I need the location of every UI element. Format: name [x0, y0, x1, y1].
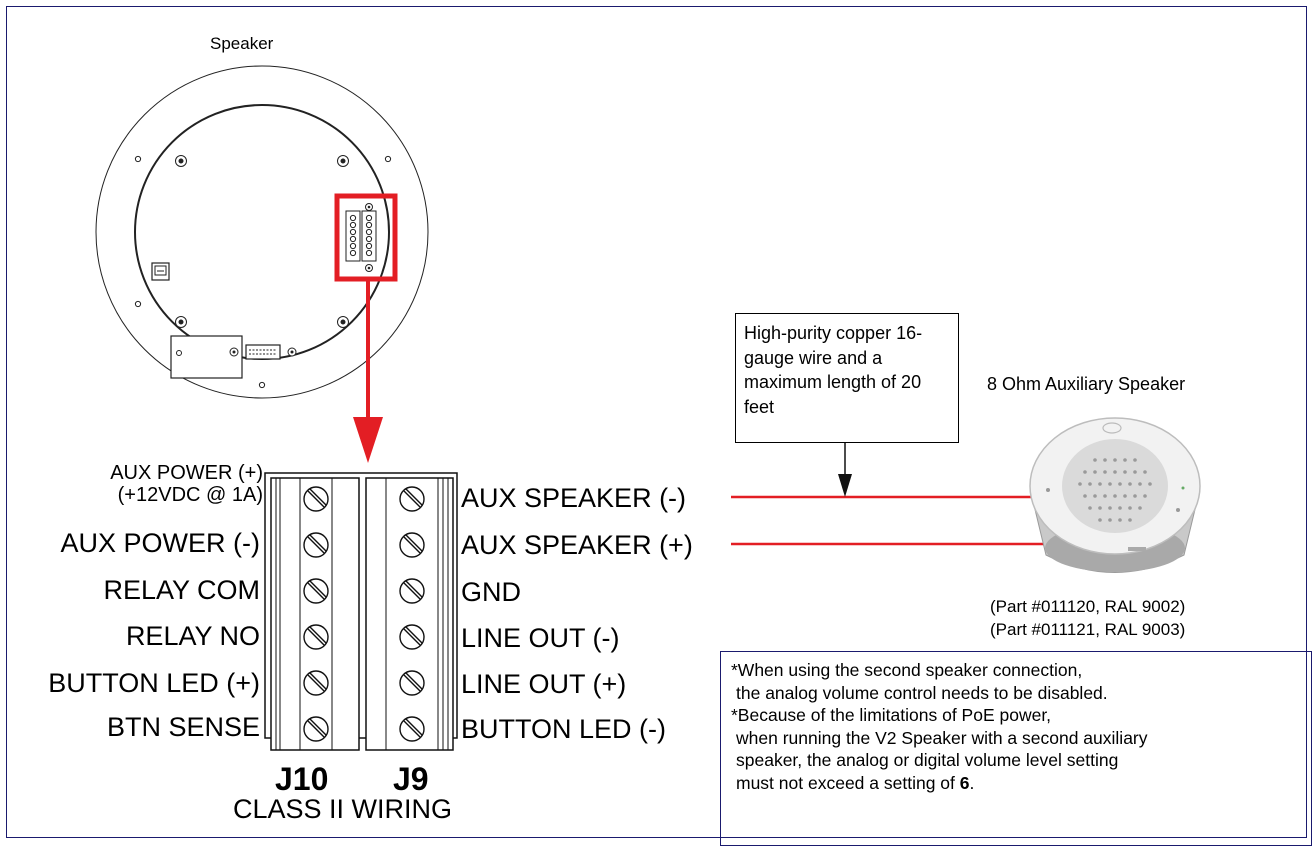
aux-speaker-wires: [731, 495, 1052, 546]
screw-terminal-icon: [303, 532, 329, 558]
note-setting-value: 6: [959, 772, 970, 793]
aux-speaker-part-2: (Part #011121, RAL 9003): [990, 620, 1186, 639]
speaker-title: Speaker: [210, 34, 274, 53]
class-ii-wiring-label: CLASS II WIRING: [233, 794, 453, 824]
wire-note-box: High-purity copper 16-gauge wire and a m…: [735, 313, 959, 443]
note-line: *Because of the limitations of PoE power…: [731, 705, 1052, 725]
j10-pin3-label: RELAY COM: [103, 575, 260, 605]
note-setting-suffix: .: [969, 772, 975, 793]
connector-highlight-box: [334, 193, 398, 282]
note-setting-prefix: must not exceed a setting of: [736, 772, 960, 793]
screw-terminal-icon: [399, 578, 425, 604]
screw-terminal-icon: [303, 624, 329, 650]
speaker-grille: [1078, 458, 1152, 522]
notes-box: *When using the second speaker connectio…: [720, 651, 1312, 846]
speaker-terminal-blocks: [345, 203, 377, 272]
speaker-back-view: [95, 65, 429, 399]
j10-pin6-label: BTN SENSE: [106, 712, 260, 742]
j10-pin1-label: AUX POWER (+) (+12VDC @ 1A): [18, 462, 263, 506]
mount-hole: [134, 155, 142, 163]
j9-pin6-label: BUTTON LED (-): [461, 714, 667, 744]
j9-pin4-label: LINE OUT (-): [461, 623, 620, 653]
wire-note-text: High-purity copper 16-gauge wire and a m…: [744, 323, 923, 417]
screw-terminal-icon: [303, 486, 329, 512]
aux-speaker-image: [1029, 417, 1201, 573]
j10-pin1-text: AUX POWER (+) (+12VDC @ 1A): [110, 462, 263, 506]
j10-label: J10: [275, 761, 329, 797]
j9-block: [365, 477, 454, 751]
j9-label: J9: [393, 761, 429, 797]
note-line: the analog volume control needs to be di…: [736, 682, 1108, 703]
screw-terminal-icon: [399, 716, 425, 742]
mount-hole: [384, 155, 392, 163]
j9-pin1-label: AUX SPEAKER (-): [461, 483, 687, 513]
screw-terminal-icon: [399, 486, 425, 512]
mount-hole: [134, 300, 142, 308]
header-connector-icon: [245, 344, 281, 360]
diagram-frame: [6, 6, 1307, 838]
terminal-block: [264, 472, 458, 751]
screw-terminal-icon: [399, 670, 425, 696]
screw-terminal-icon: [399, 624, 425, 650]
aux-speaker-part-1: (Part #011120, RAL 9002): [990, 597, 1186, 616]
mount-hole: [258, 381, 266, 389]
aux-speaker-title: 8 Ohm Auxiliary Speaker: [987, 374, 1186, 394]
screw-terminal-icon: [303, 670, 329, 696]
volume-module: [170, 335, 243, 379]
j10-pin5-label: BUTTON LED (+): [48, 668, 260, 698]
j9-pin3-label: GND: [461, 577, 521, 607]
j9-pin5-label: LINE OUT (+): [461, 669, 627, 699]
wire-note-arrow: [838, 443, 852, 497]
logo-mark: [1102, 422, 1122, 434]
j10-pin4-label: RELAY NO: [125, 621, 260, 651]
ethernet-jack-icon: [151, 262, 170, 281]
screw-terminal-icon: [399, 532, 425, 558]
zoom-arrow: [353, 281, 383, 463]
screw-terminal-icon: [303, 578, 329, 604]
note-line: speaker, the analog or digital volume le…: [736, 750, 1119, 770]
note-line: *When using the second speaker connectio…: [731, 660, 1083, 680]
note-line: when running the V2 Speaker with a secon…: [736, 727, 1148, 748]
j10-pin2-label: AUX POWER (-): [60, 528, 261, 558]
j9-pin2-label: AUX SPEAKER (+): [461, 530, 693, 560]
note-line-setting: must not exceed a setting of 6.: [731, 772, 1301, 795]
j10-block: [270, 477, 360, 751]
screw-terminal-icon: [303, 716, 329, 742]
